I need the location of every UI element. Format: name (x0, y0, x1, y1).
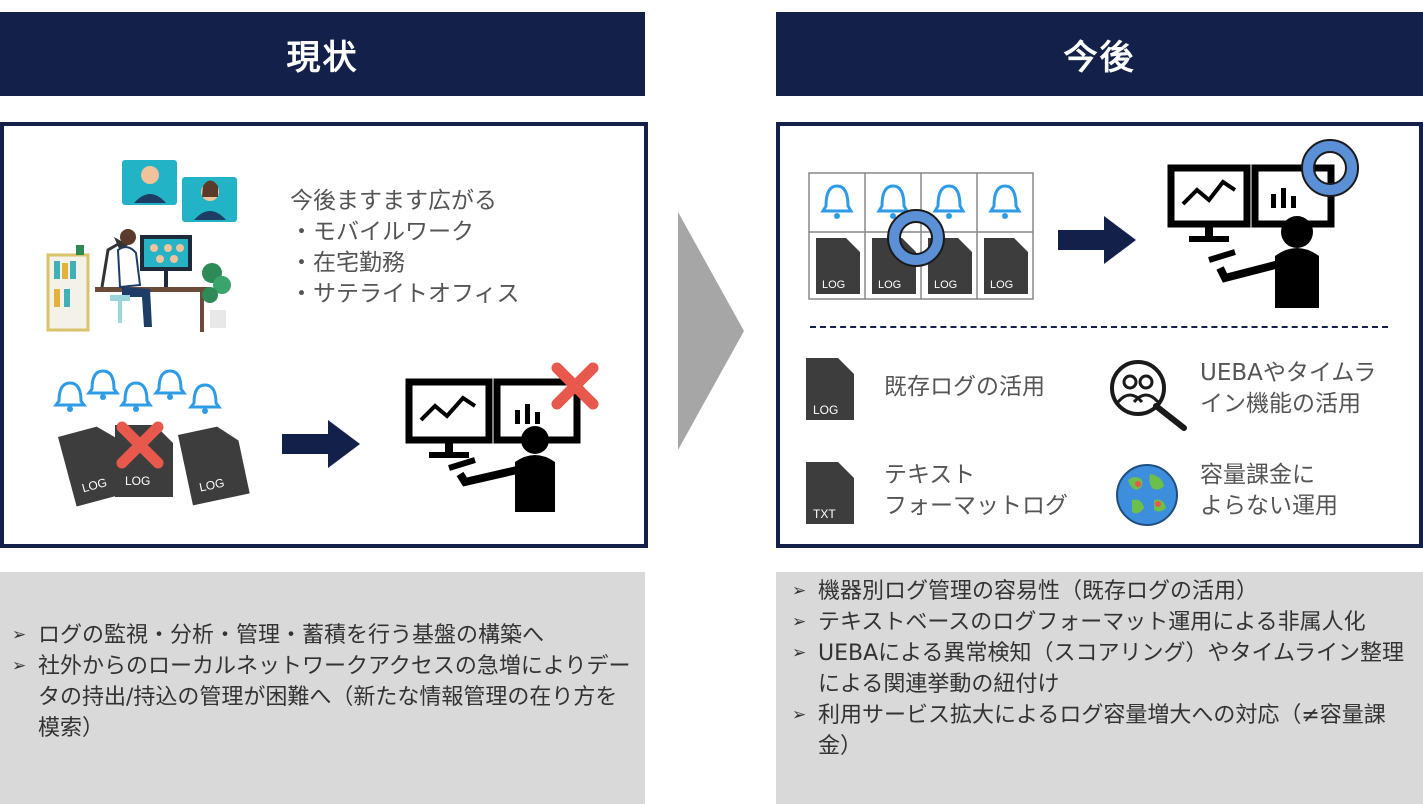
bell-icon (87, 369, 119, 402)
svg-text:LOG: LOG (934, 279, 957, 291)
feature-no-volume-billing-label: 容量課金に よらない運用 (1200, 460, 1338, 522)
header-future: 今後 (776, 12, 1423, 96)
feature-line: UEBAやタイムラ (1200, 360, 1377, 386)
feature-line: イン機能の活用 (1200, 391, 1361, 417)
bell-icon (154, 369, 186, 402)
svg-text:LOG: LOG (822, 279, 845, 291)
feature-text-format-label: テキスト フォーマットログ (884, 460, 1068, 522)
search-users-icon (1110, 360, 1187, 431)
log-file-icon: LOG (872, 238, 916, 294)
bell-icon (189, 383, 221, 416)
future-summary-box: 機器別ログ管理の容易性（既存ログの活用） テキストベースのログフォーマット運用に… (776, 572, 1423, 804)
bullet-item: 機器別ログ管理の容易性（既存ログの活用） (792, 576, 1409, 607)
txt-file-icon: TXT (806, 462, 854, 524)
cross-icon (116, 421, 164, 469)
header-current: 現状 (0, 12, 645, 96)
bullet-item: UEBAによる異常検知（スコアリング）やタイムライン整理による関連挙動の紐付け (792, 638, 1409, 700)
dashed-divider (810, 326, 1388, 328)
svg-text:TXT: TXT (813, 507, 836, 521)
analyst-monitoring-illustration (1167, 139, 1359, 308)
intro-line: ・在宅勤務 (290, 250, 405, 276)
svg-text:LOG: LOG (990, 279, 1013, 291)
bullet-item: ログの監視・分析・管理・蓄積を行う基盤の構築へ (12, 620, 631, 651)
svg-text:LOG: LOG (198, 476, 226, 495)
log-file-icon: LOG (928, 238, 972, 294)
focus-ring-icon (1301, 139, 1359, 197)
log-file-icon: LOG (984, 238, 1028, 294)
current-summary-box: ログの監視・分析・管理・蓄積を行う基盤の構築へ 社外からのローカルネットワークア… (0, 572, 645, 804)
current-bullets: ログの監視・分析・管理・蓄積を行う基盤の構築へ 社外からのローカルネットワークア… (12, 620, 631, 744)
intro-line: 今後ますます広がる (290, 188, 497, 214)
svg-text:LOG: LOG (878, 279, 901, 291)
log-file-icon: LOG (178, 426, 250, 506)
alerts-logs-crossed-illustration: LOG LOG LOG (54, 369, 250, 507)
bell-icon (54, 381, 86, 414)
cross-icon (551, 362, 599, 410)
globe-icon (1116, 464, 1178, 526)
feature-line: フォーマットログ (884, 493, 1068, 519)
svg-text:LOG: LOG (80, 475, 108, 495)
header-current-label: 現状 (286, 37, 359, 78)
log-file-icon: LOG (806, 358, 854, 420)
svg-text:LOG: LOG (813, 403, 838, 417)
log-file-icon: LOG (115, 425, 173, 497)
remote-work-text: 今後ますます広がる ・モバイルワーク ・在宅勤務 ・サテライトオフィス (290, 186, 610, 310)
bell-icon (120, 381, 152, 414)
intro-line: ・サテライトオフィス (290, 281, 520, 307)
log-file-icon: LOG (816, 238, 860, 294)
bullet-item: 社外からのローカルネットワークアクセスの急増によりデータの持出/持込の管理が困難… (12, 651, 631, 744)
svg-text:LOG: LOG (125, 474, 150, 488)
right-arrow-icon (282, 420, 360, 468)
feature-line: テキスト (884, 462, 976, 488)
feature-line: 既存ログの活用 (884, 374, 1045, 400)
right-arrow-icon (1058, 216, 1136, 264)
focus-ring-icon (887, 209, 945, 267)
feature-line: 容量課金に (1200, 462, 1315, 488)
log-alert-grid: LOG LOG LOG LOG (808, 172, 1034, 300)
bullet-item: 利用サービス拡大によるログ容量増大への対応（≠容量課金） (792, 700, 1409, 762)
feature-line: よらない運用 (1200, 493, 1338, 519)
log-file-icon: LOG (58, 426, 133, 507)
analyst-blocked-illustration (405, 362, 599, 512)
intro-line: ・モバイルワーク (290, 219, 474, 245)
header-future-label: 今後 (1063, 37, 1136, 78)
feature-existing-logs-label: 既存ログの活用 (884, 372, 1045, 403)
bullet-item: テキストベースのログフォーマット運用による非属人化 (792, 607, 1409, 638)
future-bullets: 機器別ログ管理の容易性（既存ログの活用） テキストベースのログフォーマット運用に… (792, 576, 1409, 762)
transition-arrow-icon (678, 212, 744, 450)
feature-ueba-label: UEBAやタイムラ イン機能の活用 (1200, 358, 1376, 420)
remote-work-illustration (46, 160, 237, 332)
